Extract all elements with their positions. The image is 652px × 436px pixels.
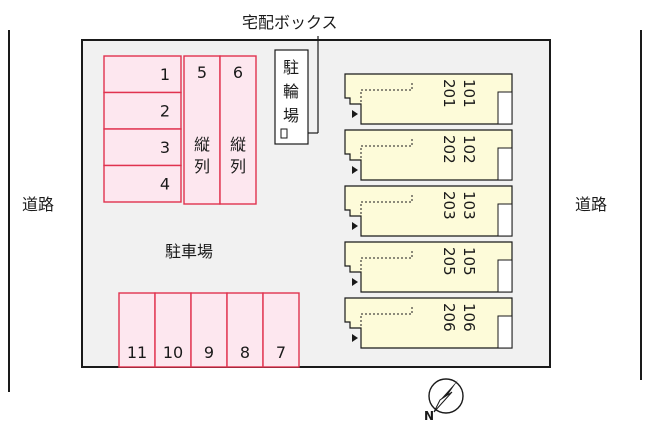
road-right-label: 道路 xyxy=(575,195,607,214)
unit-balcony xyxy=(497,91,513,125)
parking-space-1 xyxy=(103,55,182,94)
parking-label: 駐車場 xyxy=(165,242,213,261)
entrance-arrow-icon xyxy=(352,110,358,118)
unit-balcony xyxy=(497,315,513,349)
tandem-label-char: 縦 xyxy=(230,135,246,154)
delivery-box-label: 宅配ボックス xyxy=(242,13,338,32)
unit-number-upper: 201 xyxy=(440,79,458,108)
unit-stair-outline xyxy=(360,194,413,214)
unit-number-lower: 106 xyxy=(460,303,478,332)
tandem-label-char: 列 xyxy=(230,157,246,176)
unit-body xyxy=(344,297,513,349)
unit-body xyxy=(344,185,513,237)
unit-balcony xyxy=(497,259,513,293)
unit-number-upper: 202 xyxy=(440,135,458,164)
unit-stair-outline xyxy=(360,250,413,270)
unit-number-lower: 103 xyxy=(460,191,478,220)
parking-space-4 xyxy=(103,164,182,203)
parking-space-2 xyxy=(103,91,182,130)
parking-space-9 xyxy=(190,292,228,368)
parking-space-number: 10 xyxy=(163,343,183,362)
unit-balcony xyxy=(497,147,513,181)
unit-number-lower: 105 xyxy=(460,247,478,276)
unit-stair-outline xyxy=(360,306,413,326)
tandem-label-char: 縦 xyxy=(194,135,210,154)
entrance-arrow-icon xyxy=(352,278,358,286)
parking-space-number: 9 xyxy=(204,343,214,362)
unit-number-upper: 203 xyxy=(440,191,458,220)
parking-space-number: 3 xyxy=(160,138,170,157)
parking-space-3 xyxy=(103,128,182,167)
north-compass: N xyxy=(424,378,464,423)
entrance-arrow-icon xyxy=(352,334,358,342)
compass-n: N xyxy=(424,409,434,423)
bike-parking-char-3: 場 xyxy=(283,106,299,125)
parking-space-number: 11 xyxy=(127,343,147,362)
unit-number-lower: 102 xyxy=(460,135,478,164)
parking-space-6 xyxy=(219,55,257,205)
unit-number-upper: 205 xyxy=(440,247,458,276)
unit-number-upper: 206 xyxy=(440,303,458,332)
parking-space-number: 8 xyxy=(240,343,250,362)
bike-parking xyxy=(274,49,309,145)
entrance-arrow-icon xyxy=(352,222,358,230)
bike-parking-char-2: 輪 xyxy=(283,82,299,101)
bike-parking-char-1: 駐 xyxy=(283,58,299,77)
parking-space-7 xyxy=(262,292,300,368)
unit-body xyxy=(344,129,513,181)
parking-space-number: 2 xyxy=(160,102,170,121)
compass-needle-light xyxy=(433,391,453,413)
unit-stair-outline xyxy=(360,82,413,102)
parking-group-bottom: 11 10 9 8 7 xyxy=(118,292,300,368)
entrance-arrow-icon xyxy=(352,166,358,174)
unit-stair-outline xyxy=(360,138,413,158)
unit-number-lower: 101 xyxy=(460,79,478,108)
parking-space-8 xyxy=(226,292,264,368)
parking-space-number: 7 xyxy=(276,343,286,362)
parking-space-number: 1 xyxy=(160,65,170,84)
parking-space-number: 5 xyxy=(197,63,207,82)
delivery-box xyxy=(280,128,288,139)
unit-body xyxy=(344,73,513,125)
unit-body xyxy=(344,241,513,293)
parking-space-number: 6 xyxy=(233,63,243,82)
compass-needle-dark xyxy=(440,380,458,400)
road-left-label: 道路 xyxy=(22,195,54,214)
parking-space-10 xyxy=(154,292,192,368)
parking-group-left: 1 2 3 4 xyxy=(103,55,182,203)
unit-balcony xyxy=(497,203,513,237)
parking-space-number: 4 xyxy=(160,175,170,194)
tandem-label-char: 列 xyxy=(194,157,210,176)
